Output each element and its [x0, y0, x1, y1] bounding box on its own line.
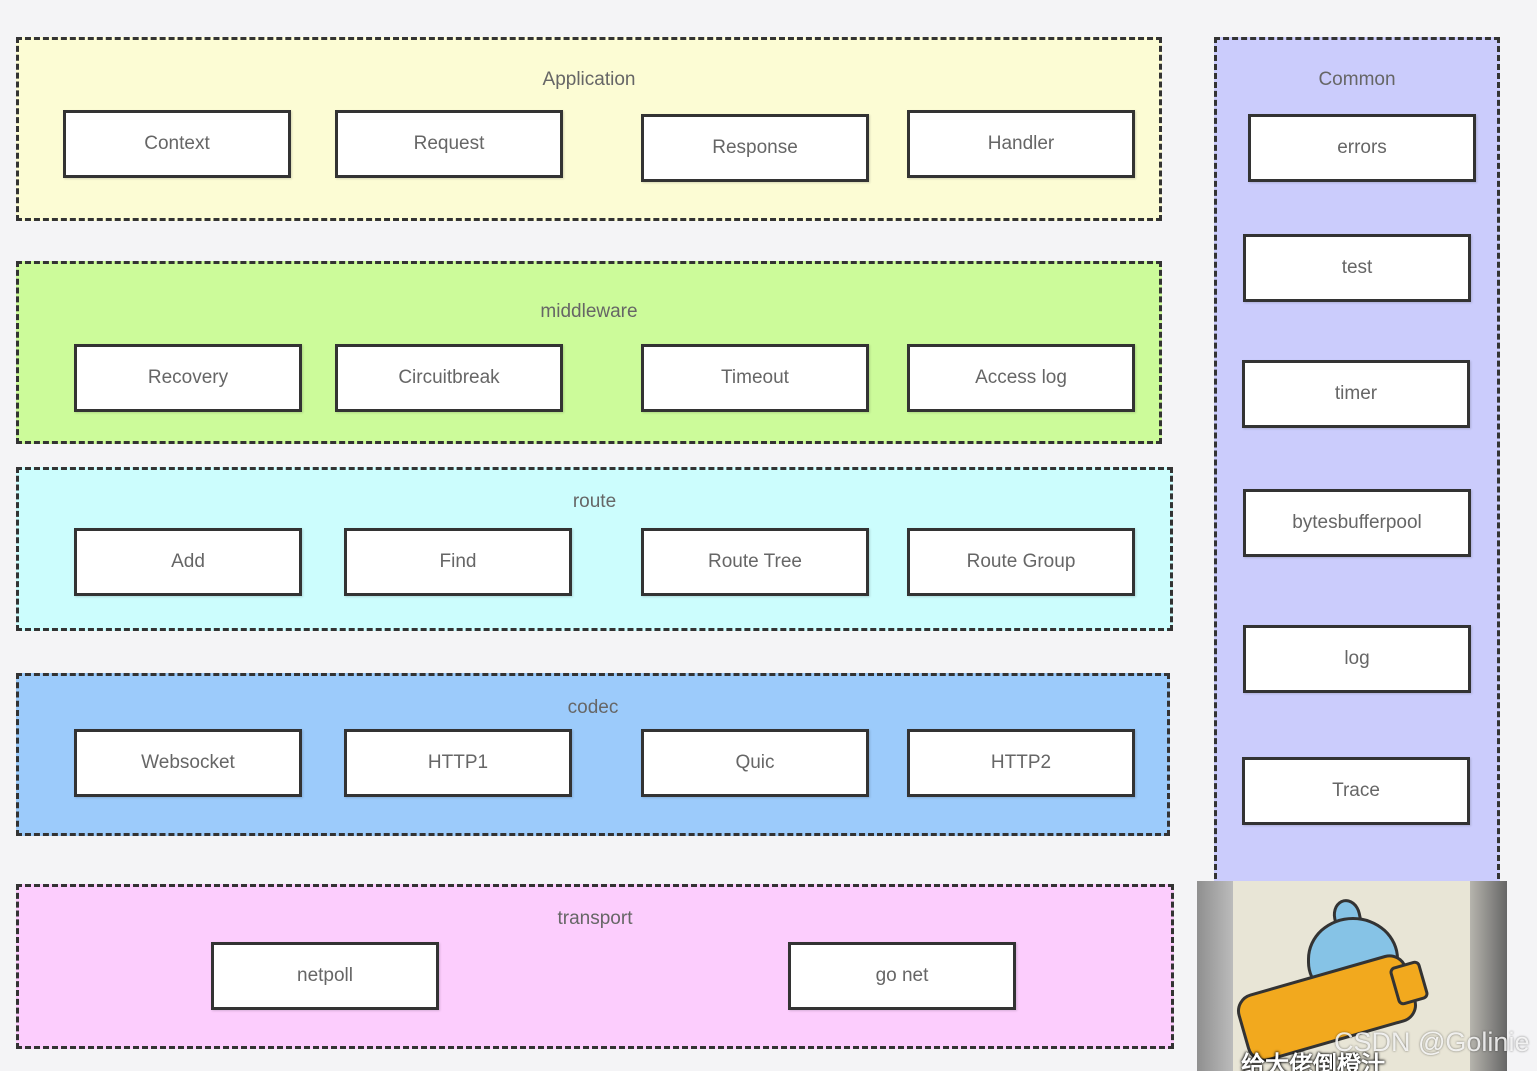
module-request: Request [335, 110, 563, 178]
module-http1: HTTP1 [344, 729, 572, 797]
module-route-group: Route Group [907, 528, 1135, 596]
module-circuitbreak: Circuitbreak [335, 344, 563, 412]
layer-title-route: route [572, 491, 617, 512]
module-route-tree: Route Tree [641, 528, 869, 596]
module-recovery: Recovery [74, 344, 302, 412]
layer-title-application: Application [542, 69, 636, 90]
layer-title-transport: transport [557, 908, 633, 929]
module-timeout: Timeout [641, 344, 869, 412]
module-quic: Quic [641, 729, 869, 797]
layer-title-middleware: middleware [540, 301, 638, 322]
watermark: CSDN @Golinie [1334, 1027, 1530, 1057]
module-find: Find [344, 528, 572, 596]
webcam-caption: 给大佬倒橙汁 [1241, 1052, 1385, 1071]
module-trace: Trace [1242, 757, 1470, 825]
module-http2: HTTP2 [907, 729, 1135, 797]
module-response: Response [641, 114, 869, 182]
module-bytesbufferpool: bytesbufferpool [1243, 489, 1471, 557]
module-handler: Handler [907, 110, 1135, 178]
module-websocket: Websocket [74, 729, 302, 797]
module-add: Add [74, 528, 302, 596]
layer-title-codec: codec [567, 697, 619, 718]
module-errors: errors [1248, 114, 1476, 182]
module-timer: timer [1242, 360, 1470, 428]
module-log: log [1243, 625, 1471, 693]
module-go-net: go net [788, 942, 1016, 1010]
module-context: Context [63, 110, 291, 178]
module-netpoll: netpoll [211, 942, 439, 1010]
webcam-overlay: 给大佬倒橙汁 [1197, 881, 1507, 1071]
module-access-log: Access log [907, 344, 1135, 412]
layer-title-common: Common [1318, 69, 1396, 90]
module-test: test [1243, 234, 1471, 302]
